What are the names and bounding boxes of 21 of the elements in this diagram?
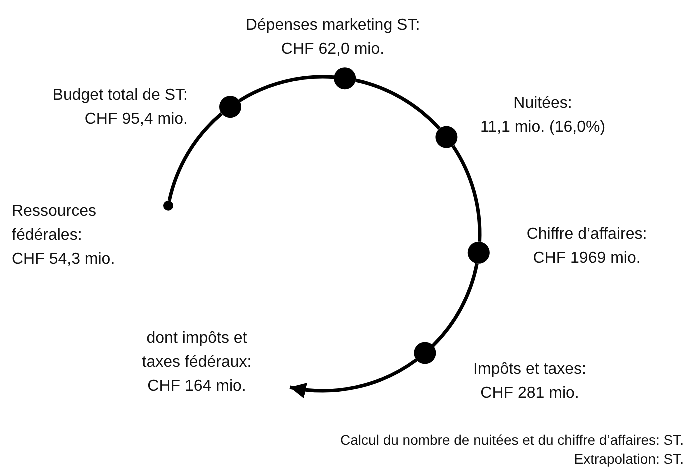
- arrow: [290, 358, 418, 398]
- dot-marker: [414, 342, 436, 364]
- source-note: Extrapolation: ST.: [574, 450, 684, 469]
- arc-line: [238, 76, 334, 103]
- source-note: Calcul du nombre de nuitées et du chiffre d’affaires: ST.: [340, 431, 684, 450]
- dot-marker: [468, 242, 490, 264]
- value-label: Chiffre d’affaires: CHF 1969 mio.: [526, 225, 648, 269]
- arc-line: [355, 78, 441, 130]
- arc-line: [168, 112, 223, 202]
- dot-marker: [334, 68, 356, 90]
- arc-line: [452, 145, 482, 242]
- arc-line: [432, 263, 479, 347]
- value-label: Dépenses marketing ST: CHF 62,0 mio.: [244, 16, 422, 60]
- dot-marker: [436, 126, 458, 148]
- value-label: Nuitées: 11,1 mio. (16,0%): [479, 94, 607, 138]
- value-label: dont impôts et taxes fédéraux: CHF 164 mio.: [128, 327, 290, 399]
- dot-marker: [164, 200, 174, 211]
- dot-marker: [220, 96, 242, 118]
- value-label: Impôts et taxes: CHF 281 mio.: [472, 360, 588, 404]
- value-label: Budget total de ST: CHF 95,4 mio.: [52, 86, 188, 130]
- value-label: Ressources fédérales: CHF 54,3 mio.: [12, 202, 116, 270]
